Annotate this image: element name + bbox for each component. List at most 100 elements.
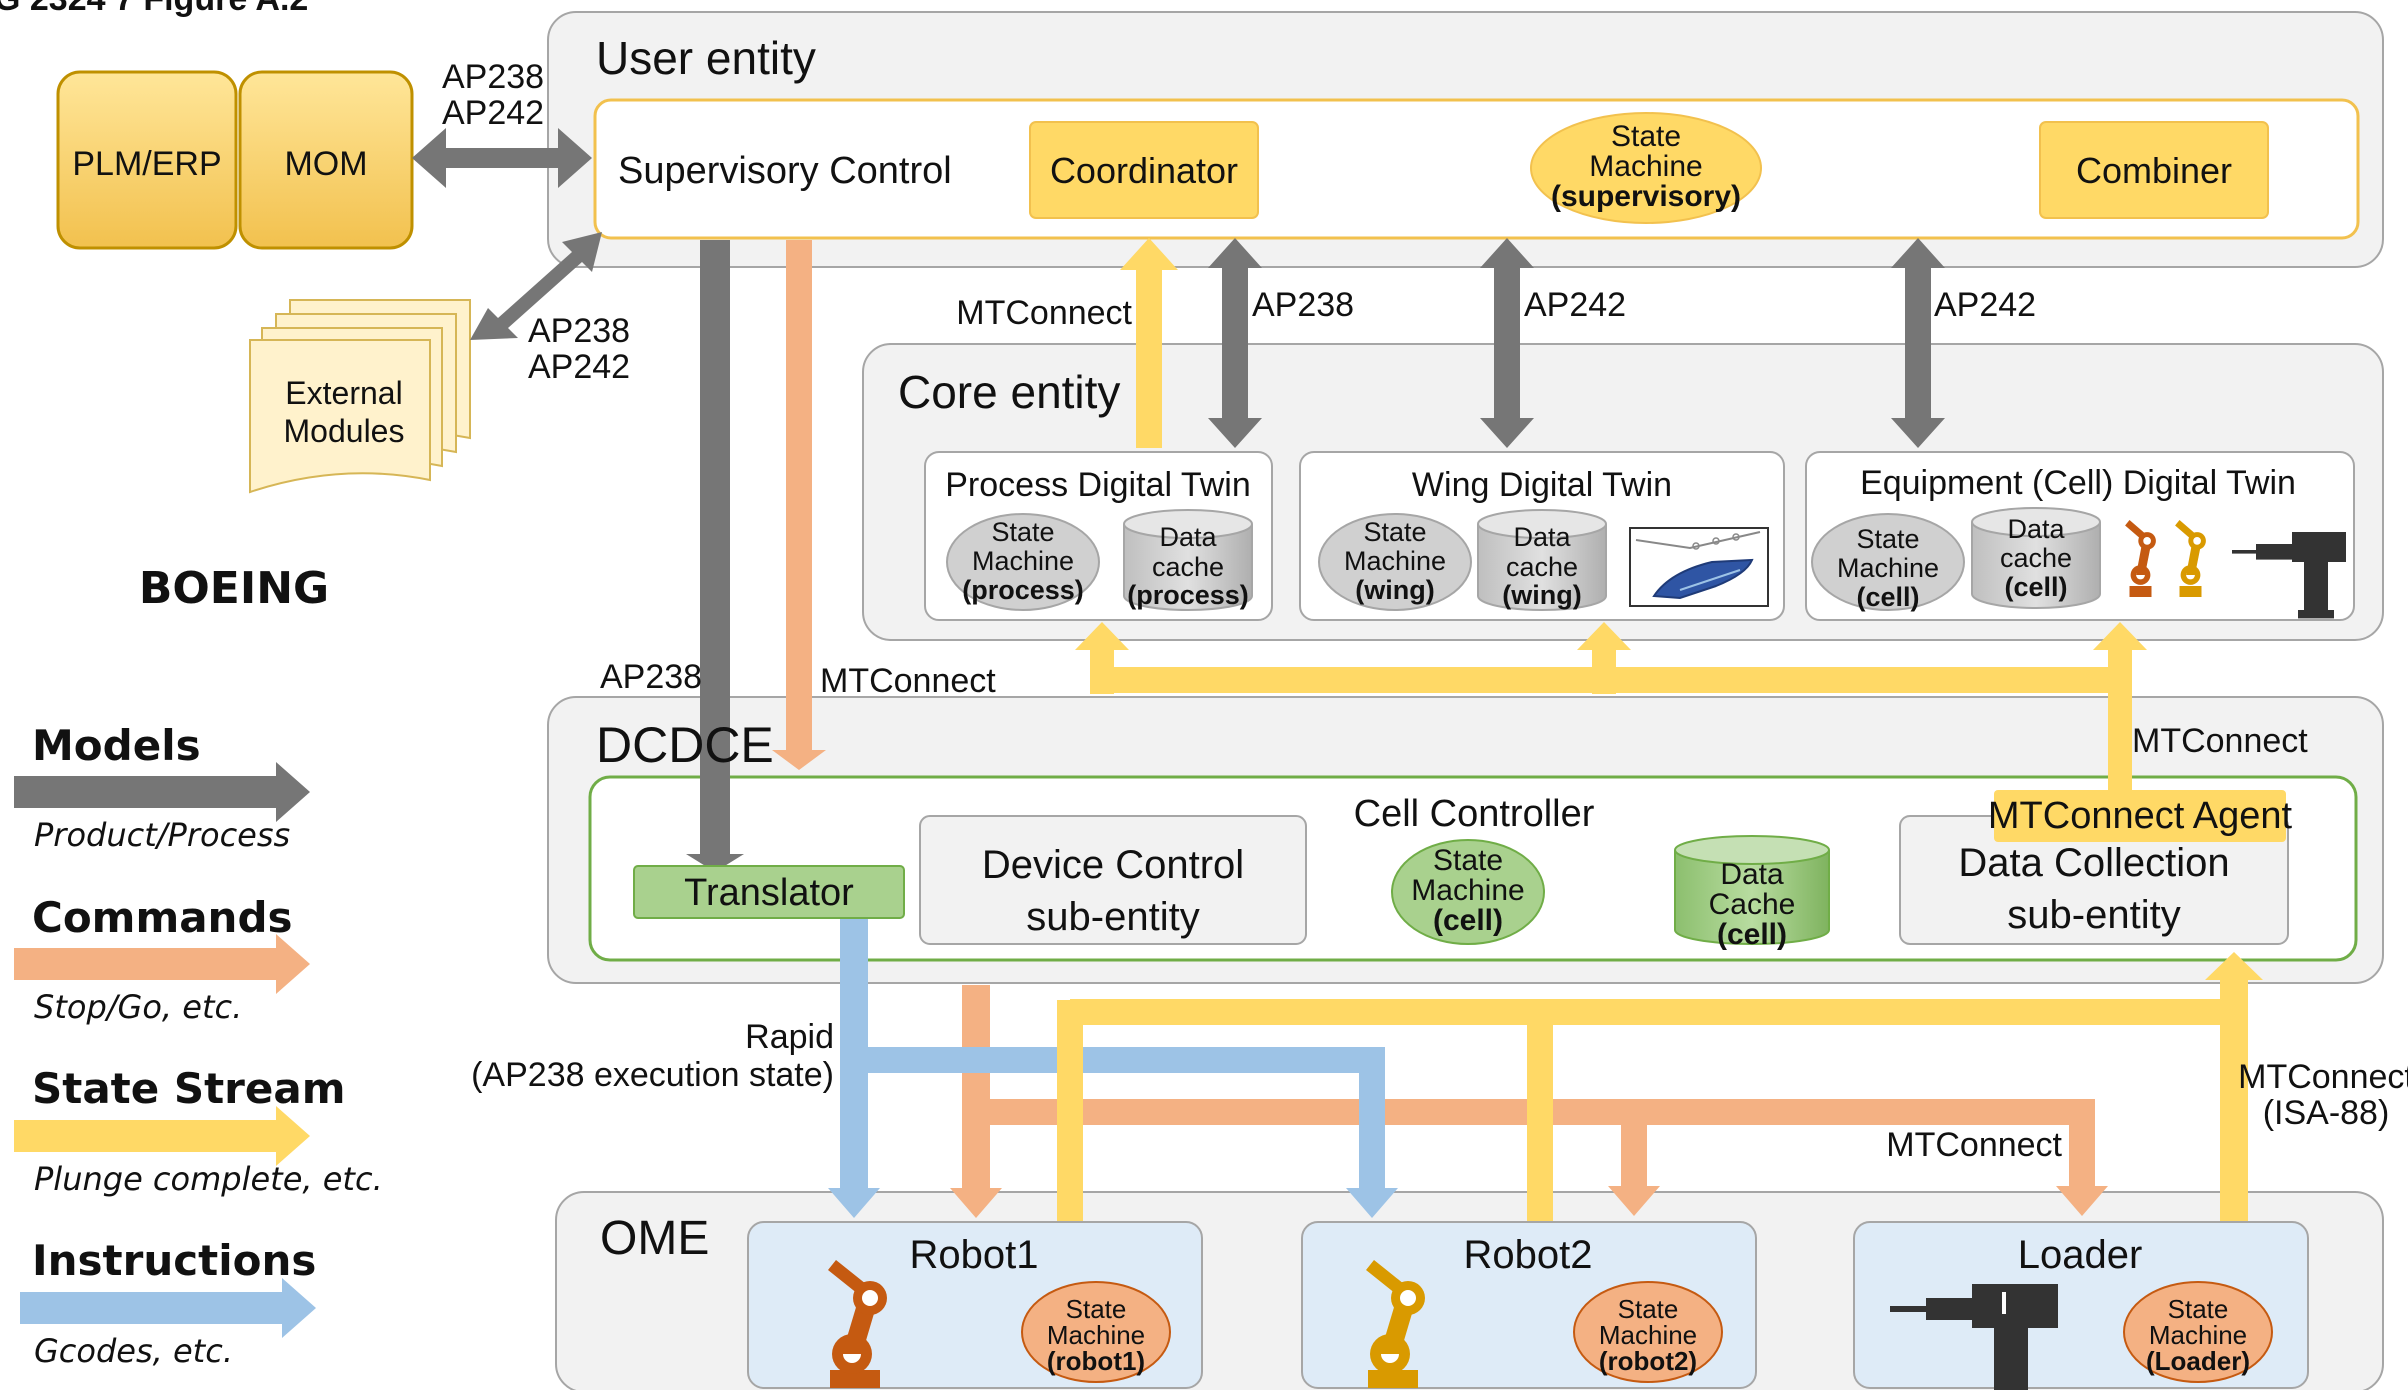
robot-arm-icon	[1366, 1260, 1425, 1388]
translator-box[interactable]	[633, 865, 905, 919]
arrow-head-robot1	[950, 1188, 1002, 1218]
device-control-box	[919, 815, 1307, 945]
arrow-ap242-wing	[1480, 238, 1534, 448]
loader-state-machine	[2123, 1281, 2273, 1383]
plm-erp-label: PLM/ERP	[72, 145, 221, 183]
arrow-head-robot2	[1608, 1186, 1660, 1216]
robot-arm-icon	[828, 1260, 887, 1388]
cell-controller-label: Cell Controller	[1354, 793, 1595, 835]
supervisory-sm-line3: (supervisory)	[1551, 180, 1741, 213]
label-rapid-exec: (AP238 execution state)	[471, 1056, 834, 1094]
loader-title: Loader	[2018, 1233, 2143, 1277]
label-mtconnect-agent-up: MTConnect	[2132, 722, 2308, 760]
legend: Models Product/Process Commands Stop/Go,…	[14, 721, 383, 1370]
arrow-state-equipment	[2093, 622, 2147, 800]
data-collection-line1: Data Collection	[1958, 841, 2229, 885]
process-state-machine	[946, 513, 1100, 611]
wing-sm-line3: (wing)	[1355, 575, 1434, 605]
wing-state-machine	[1318, 513, 1472, 611]
process-sm-line1: State	[991, 517, 1054, 547]
legend-title-state: State Stream	[32, 1064, 345, 1113]
label-mtconnect-coord: MTConnect	[956, 294, 1132, 332]
equipment-twin-title: Equipment (Cell) Digital Twin	[1860, 464, 2296, 502]
legend-arrow-commands	[14, 934, 310, 994]
cell-state-machine	[1391, 839, 1545, 945]
process-cache-line1: Data	[1159, 522, 1217, 552]
external-modules-icon	[249, 299, 471, 494]
equipment-sm-line3: (cell)	[1856, 582, 1919, 612]
arrow-ap238-process	[1208, 238, 1262, 448]
process-data-cache	[1123, 509, 1253, 611]
wing-cache-line2: cache	[1506, 552, 1578, 582]
arrow-plm-supervisory	[412, 128, 592, 188]
user-entity-title: User entity	[596, 32, 816, 84]
label-ap242-ext: AP242	[528, 348, 630, 386]
core-entity-title: Core entity	[898, 366, 1120, 418]
robot2-state-machine	[1573, 1281, 1723, 1383]
cell-data-cache	[1674, 835, 1830, 945]
wing-sm-line1: State	[1363, 517, 1426, 547]
cell-cache-line1: Data	[1720, 858, 1784, 891]
cell-cache-line2: Cache	[1709, 888, 1796, 921]
legend-arrow-state	[14, 1106, 310, 1166]
robot1-sm-line1: State	[1066, 1294, 1127, 1324]
legend-title-instructions: Instructions	[32, 1236, 316, 1285]
arrow-process-coordinator	[1120, 238, 1178, 448]
supervisory-sm-line2: Machine	[1589, 150, 1702, 183]
label-isa88: (ISA-88)	[2263, 1094, 2390, 1132]
wing-icon	[1629, 527, 1769, 607]
label-ap238-coord: AP238	[1252, 286, 1354, 324]
label-ap238-top: AP238	[442, 58, 544, 96]
label-mtconnect-isa: MTConnect	[2238, 1058, 2408, 1096]
loader-sm-line2: Machine	[2149, 1320, 2247, 1350]
robot1-title: Robot1	[910, 1233, 1039, 1277]
arrow-ap242-equipment	[1891, 238, 1945, 448]
device-control-line2: sub-entity	[1026, 895, 1199, 939]
coordinator-box	[1029, 121, 1259, 219]
arrow-external-supervisory	[470, 232, 602, 340]
process-cache-line2: cache	[1152, 552, 1224, 582]
instr-line-robot2	[860, 1047, 1385, 1192]
cell-sm-line3: (cell)	[1433, 904, 1503, 937]
loader-sm-line1: State	[2168, 1294, 2229, 1324]
legend-sub-models: Product/Process	[34, 816, 290, 854]
plm-erp-box	[56, 70, 238, 250]
label-ap238-left: AP238	[600, 658, 702, 696]
mom-label: MOM	[284, 145, 367, 183]
arrow-state-process	[1075, 622, 1129, 694]
translator-label: Translator	[684, 872, 854, 914]
process-sm-line3: (process)	[962, 575, 1084, 605]
cell-sm-line1: State	[1433, 844, 1503, 877]
supervisory-sm-line1: State	[1611, 120, 1681, 153]
dcdce-title: DCDCE	[596, 717, 774, 773]
robot1-sm-line3: (robot1)	[1047, 1346, 1145, 1376]
label-ap242-wing: AP242	[1524, 286, 1626, 324]
equipment-sm-line2: Machine	[1837, 553, 1939, 583]
arrow-supervisory-translator	[686, 240, 744, 872]
wing-cache-line1: Data	[1513, 522, 1571, 552]
coordinator-label: Coordinator	[1050, 150, 1238, 191]
legend-title-models: Models	[32, 721, 201, 770]
loader-sm-line3: (Loader)	[2146, 1346, 2250, 1376]
label-mtconnect-loader: MTConnect	[1886, 1126, 2062, 1164]
legend-title-commands: Commands	[32, 893, 293, 942]
robot2-title: Robot2	[1464, 1233, 1593, 1277]
company-name: BOEING	[139, 563, 329, 614]
robot-arm-icon	[2125, 520, 2156, 597]
robot1-state-machine	[1021, 1281, 1171, 1383]
combiner-box	[2039, 121, 2269, 219]
wing-sm-line2: Machine	[1344, 546, 1446, 576]
wing-data-cache	[1477, 509, 1607, 611]
equipment-state-machine	[1811, 513, 1965, 611]
figure-header: G 2324 7 Figure A.2	[0, 0, 308, 18]
robot2-sm-line1: State	[1618, 1294, 1679, 1324]
equipment-data-cache	[1971, 507, 2101, 609]
data-collection-line2: sub-entity	[2007, 893, 2180, 937]
cell-cache-line3: (cell)	[1717, 918, 1787, 951]
mtconnect-agent-label: MTConnect Agent	[1988, 795, 2293, 837]
cell-sm-line2: Machine	[1411, 874, 1524, 907]
arrow-supervisory-devicecontrol	[772, 240, 826, 770]
equipment-sm-line1: State	[1856, 524, 1919, 554]
arrow-state-wing	[1577, 622, 1631, 694]
